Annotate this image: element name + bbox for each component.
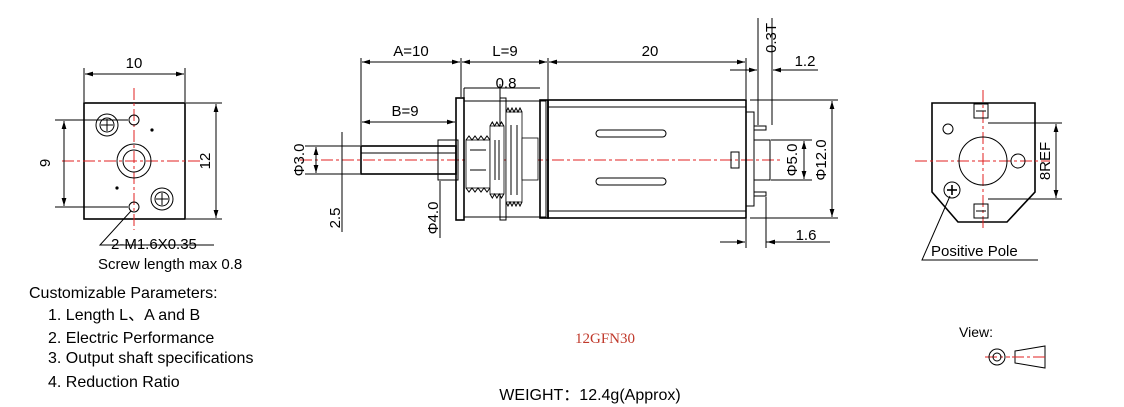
screw-note: Screw length max 0.8	[98, 256, 242, 273]
rear-bearing	[753, 139, 771, 181]
parameters-heading: Customizable Parameters:	[29, 285, 218, 302]
output-boss	[437, 139, 459, 181]
screw-icon-top-left	[95, 113, 119, 137]
rear-view: 8REF Positive Pole	[915, 90, 1062, 261]
motor-end-cap	[745, 111, 755, 207]
front-output-boss	[116, 143, 152, 179]
dim-plate: 0.8	[496, 75, 517, 92]
rear-terminal-bottom	[973, 203, 989, 219]
dim-terminal-thickness: 0.3T	[763, 23, 780, 53]
view-label: View:	[959, 324, 993, 340]
motor-slot-bottom	[595, 177, 667, 186]
parameter-item: 2. Electric Performance	[48, 330, 214, 347]
positive-pole-icon	[943, 181, 961, 199]
model-number: 12GFN30	[575, 331, 635, 347]
dim-boss-dia: Φ4.0	[425, 202, 442, 235]
pole-leader	[921, 195, 1038, 261]
front-pin-dot	[150, 128, 154, 132]
dim-l: L=9	[492, 43, 517, 60]
rear-end-cap	[931, 102, 1036, 223]
front-pin-dot	[115, 186, 119, 190]
projection-view-symbol: View:	[959, 324, 1048, 369]
dim-ref: 8REF	[1037, 142, 1054, 180]
motor-body	[547, 99, 747, 219]
dim-shaft-dia: Φ3.0	[291, 144, 308, 177]
dim-motor-length: 20	[642, 43, 659, 60]
rear-hole-left	[942, 123, 954, 135]
dim-a: A=10	[393, 43, 428, 60]
projection-circle-icon	[988, 348, 1006, 366]
rear-terminal-top	[973, 103, 989, 119]
screw-leader	[98, 210, 214, 246]
dim-front-width: 10	[126, 55, 143, 72]
terminal-top	[753, 125, 767, 131]
gearbox-rear-plate	[539, 99, 549, 219]
dim-motor-dia: Φ12.0	[813, 139, 830, 180]
front-view: 10 9 12 2-M1.6X0.35 Screw length max 0.8	[37, 55, 242, 273]
screw-spec: 2-M1.6X0.35	[111, 236, 197, 253]
front-shaft-hole	[122, 149, 146, 173]
front-mount-hole-bottom	[128, 201, 140, 213]
gearbox-front-plate	[455, 97, 465, 221]
dim-front-height-left: 9	[37, 159, 54, 167]
rear-bearing-circle	[958, 136, 1008, 186]
parameter-item: 4. Reduction Ratio	[48, 374, 180, 391]
front-mount-hole-top	[128, 114, 140, 126]
parameter-item: 1. Length L、A and B	[48, 307, 200, 324]
dim-bearing-dia: Φ5.0	[784, 144, 801, 177]
dim-flat: 2.5	[327, 208, 344, 229]
parameter-item: 3. Output shaft specifications	[48, 350, 253, 367]
dim-b: B=9	[391, 103, 418, 120]
terminal-bottom	[753, 191, 767, 197]
dim-front-height-right: 12	[197, 153, 214, 170]
dim-gap-top: 1.2	[795, 53, 816, 70]
gearbox-body	[463, 100, 547, 218]
gear-train	[465, 106, 539, 208]
rear-hole-right	[1010, 153, 1026, 169]
dim-gap-bottom: 1.6	[796, 227, 817, 244]
screw-icon-bottom-right	[150, 187, 174, 211]
parameters-block: Customizable Parameters: 1. Length L、A a…	[29, 285, 253, 391]
positive-pole-label: Positive Pole	[931, 243, 1018, 260]
motor-rear-nub	[730, 151, 740, 169]
side-view: A=10 L=9 20 0.3T 1.2 0.8 B=9 Φ3.0 2.5	[291, 18, 838, 248]
motor-slot-top	[595, 129, 667, 138]
weight-label: WEIGHT：12.4g(Approx)	[499, 387, 680, 404]
projection-cone-icon	[1014, 345, 1046, 369]
